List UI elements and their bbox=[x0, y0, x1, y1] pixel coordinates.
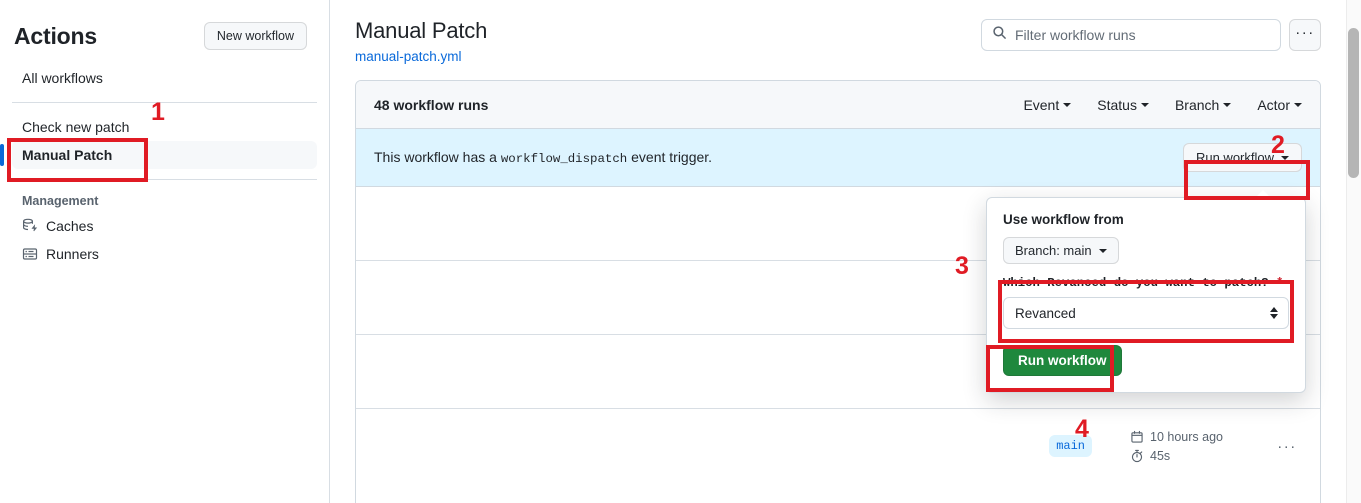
filter-label: Branch bbox=[1174, 96, 1220, 113]
table-row[interactable]: main 10 hours ago bbox=[356, 409, 1320, 483]
search-icon bbox=[992, 25, 1007, 45]
sidebar-item-caches[interactable]: Caches bbox=[12, 212, 317, 240]
chevron-down-icon bbox=[1294, 102, 1302, 107]
workflow-input-label-text: Which Revanced do you want to patch? bbox=[1003, 276, 1269, 290]
filter-label: Actor bbox=[1257, 96, 1290, 113]
page-scrollbar-thumb[interactable] bbox=[1348, 28, 1359, 178]
page-title: Actions bbox=[14, 22, 97, 49]
chevron-down-icon bbox=[1281, 155, 1289, 160]
sidebar-item-label: All workflows bbox=[22, 70, 103, 87]
more-options-button[interactable]: ··· bbox=[1289, 19, 1321, 51]
cache-icon bbox=[22, 218, 38, 234]
popover-footer: Run workflow bbox=[987, 333, 1305, 392]
sidebar-workflow-list: All workflows Check new patch Manual Pat… bbox=[0, 64, 329, 268]
use-workflow-from-label: Use workflow from bbox=[1003, 212, 1124, 227]
new-workflow-button[interactable]: New workflow bbox=[203, 22, 307, 51]
branch-selector-button[interactable]: Branch: main bbox=[1003, 237, 1119, 264]
sidebar-item-check-new-patch[interactable]: Check new patch bbox=[12, 113, 317, 141]
search-box[interactable] bbox=[981, 19, 1281, 51]
run-duration-text: 45s bbox=[1150, 448, 1171, 463]
dispatch-event-code: workflow_dispatch bbox=[500, 152, 628, 166]
workflow-title-block: Manual Patch manual-patch.yml bbox=[355, 14, 487, 64]
chevron-down-icon bbox=[1063, 102, 1072, 107]
sidebar-item-runners[interactable]: Runners bbox=[12, 240, 317, 268]
filter-status[interactable]: Status bbox=[1097, 97, 1149, 113]
filter-branch[interactable]: Branch bbox=[1174, 96, 1232, 113]
revanced-select-value: Revanced bbox=[1015, 305, 1076, 321]
main-content: Manual Patch manual-patch.yml ··· bbox=[331, 0, 1341, 503]
branch-badge[interactable]: main bbox=[1049, 435, 1092, 457]
chevron-down-icon bbox=[1140, 102, 1149, 107]
sidebar-divider bbox=[12, 102, 317, 104]
run-workflow-popover: Use workflow from Branch: main Which Rev… bbox=[986, 190, 1306, 393]
main-header: Manual Patch manual-patch.yml ··· bbox=[355, 14, 1321, 64]
chevron-down-icon bbox=[1098, 248, 1107, 253]
chevron-down-icon bbox=[1223, 102, 1232, 107]
filter-group: Event Status Branch Actor bbox=[1023, 97, 1302, 113]
sidebar-item-label: Runners bbox=[46, 246, 99, 263]
run-meta: 10 hours ago 45s bbox=[1092, 430, 1272, 463]
calendar-icon bbox=[1131, 430, 1143, 443]
panel-header: 48 workflow runs Event Status Branch bbox=[356, 81, 1320, 129]
sidebar-item-manual-patch[interactable]: Manual Patch bbox=[0, 141, 317, 170]
sidebar-divider bbox=[12, 179, 317, 181]
header-actions: ··· bbox=[981, 14, 1321, 51]
server-icon bbox=[22, 246, 38, 262]
stopwatch-icon bbox=[1131, 449, 1143, 462]
branch-selector-label: Branch: main bbox=[1015, 243, 1092, 258]
run-workflow-dropdown-button[interactable]: Run workflow bbox=[1182, 143, 1302, 172]
select-arrows-icon bbox=[1270, 307, 1278, 319]
row-more-icon[interactable]: ··· bbox=[1277, 437, 1297, 455]
page-scrollbar[interactable] bbox=[1346, 0, 1361, 503]
run-duration: 45s bbox=[1130, 449, 1272, 463]
required-marker: * bbox=[1276, 276, 1284, 290]
sidebar-item-label: Caches bbox=[46, 218, 94, 235]
run-workflow-submit-button[interactable]: Run workflow bbox=[1003, 345, 1122, 376]
search-input[interactable] bbox=[1015, 27, 1270, 43]
workflow-dispatch-banner: This workflow has a workflow_dispatch ev… bbox=[356, 129, 1320, 187]
workflow-input-section: Which Revanced do you want to patch? * R… bbox=[987, 276, 1305, 333]
sidebar: Actions New workflow All workflows Check… bbox=[0, 0, 330, 503]
workflow-input-label: Which Revanced do you want to patch? * bbox=[1003, 276, 1289, 290]
sidebar-header: Actions New workflow bbox=[0, 0, 329, 51]
workflow-file-link[interactable]: manual-patch.yml bbox=[355, 49, 462, 64]
run-age-text: 10 hours ago bbox=[1150, 429, 1223, 444]
dispatch-text-before: This workflow has a bbox=[374, 149, 497, 165]
sidebar-group-management: Management bbox=[22, 194, 99, 209]
dispatch-message: This workflow has a workflow_dispatch ev… bbox=[374, 149, 712, 166]
dispatch-text-after: event trigger. bbox=[631, 149, 713, 165]
sidebar-item-all-workflows[interactable]: All workflows bbox=[12, 64, 317, 92]
run-workflow-label: Run workflow bbox=[1195, 150, 1274, 165]
revanced-select[interactable]: Revanced bbox=[1003, 297, 1289, 329]
use-workflow-from-section: Use workflow from Branch: main bbox=[987, 198, 1305, 276]
sidebar-item-label: Manual Patch bbox=[22, 147, 113, 164]
filter-label: Event bbox=[1023, 96, 1060, 113]
workflow-title: Manual Patch bbox=[355, 18, 488, 43]
sidebar-item-label: Check new patch bbox=[22, 119, 130, 136]
filter-actor[interactable]: Actor bbox=[1257, 97, 1302, 113]
workflow-runs-count: 48 workflow runs bbox=[374, 96, 489, 113]
run-age: 10 hours ago bbox=[1130, 430, 1272, 444]
filter-event[interactable]: Event bbox=[1023, 96, 1072, 113]
filter-label: Status bbox=[1097, 96, 1137, 113]
